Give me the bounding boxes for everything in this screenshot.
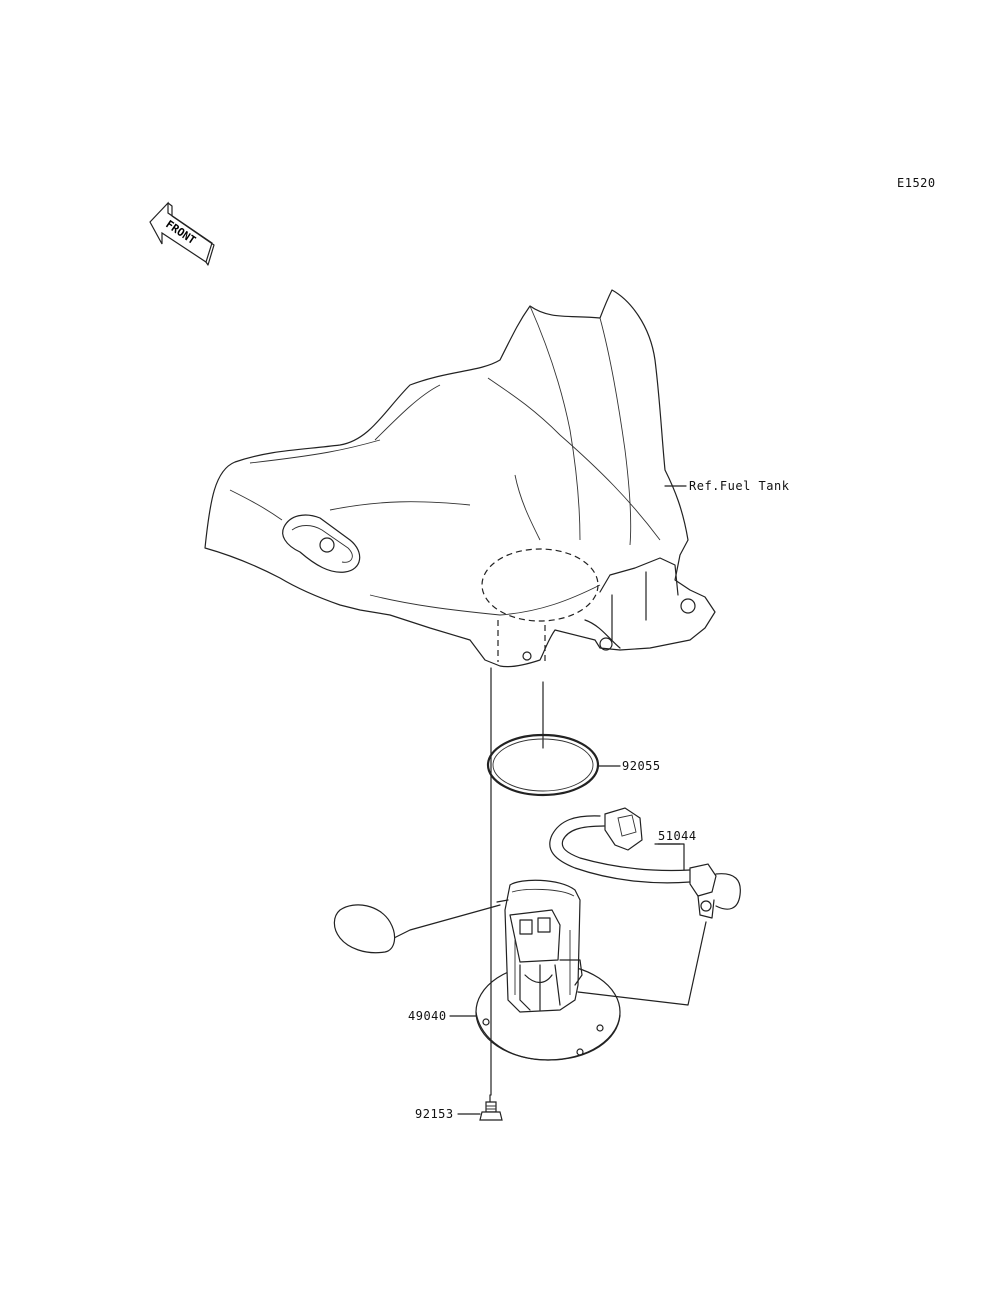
fuel-tank xyxy=(204,289,716,668)
bolt xyxy=(457,1094,503,1121)
callout-fuel-tank: Ref.Fuel Tank xyxy=(689,479,790,493)
front-arrow-icon: FRONT xyxy=(149,201,215,266)
callout-bolt: 92153 xyxy=(415,1107,454,1121)
fuel-pump-assembly xyxy=(333,879,707,1061)
callout-hose: 51044 xyxy=(658,829,697,843)
o-ring xyxy=(486,733,621,797)
callout-fuel-pump: 49040 xyxy=(408,1009,447,1023)
callout-o-ring: 92055 xyxy=(622,759,661,773)
fuel-hose xyxy=(549,807,741,919)
diagram-code: E1520 xyxy=(897,176,936,190)
